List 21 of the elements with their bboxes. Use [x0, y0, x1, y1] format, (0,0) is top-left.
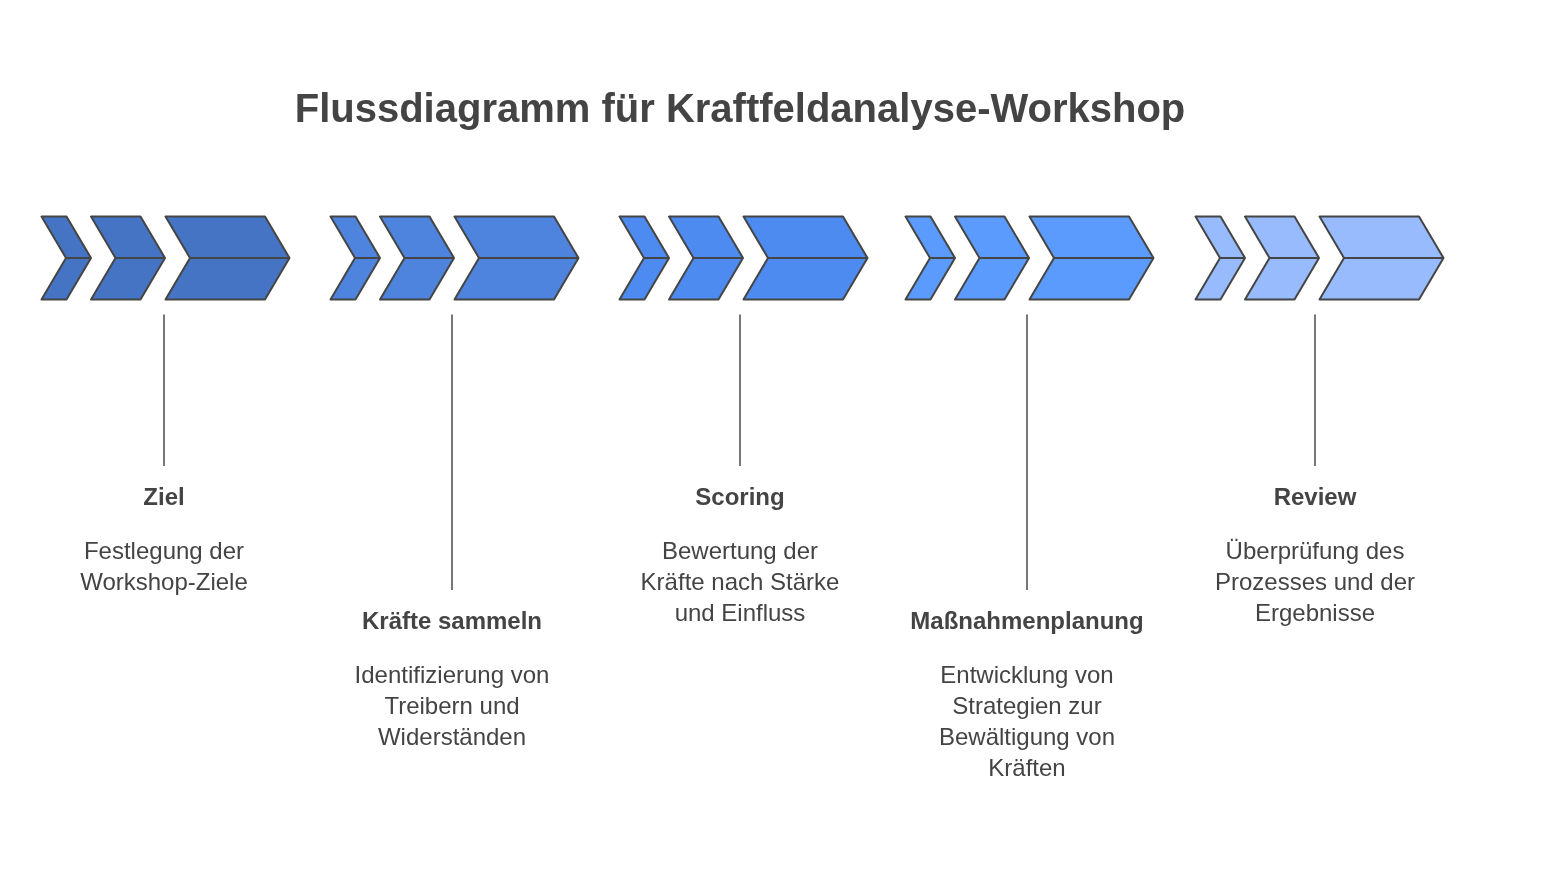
leader-line [1026, 313, 1028, 591]
step-description: Entwicklung von Strategien zur Bewältigung von Kräften [938, 661, 1116, 781]
step-description: Identifizierung von Treibern und Widerständen [354, 661, 550, 750]
leader-line [451, 313, 453, 591]
leader-line [163, 313, 165, 467]
chevron-arrows [903, 214, 1155, 301]
step-description: Festlegung der Workshop-Ziele [80, 537, 248, 595]
title: Flussdiagramm für Kraftfeldanalyse-Workshop [294, 85, 1186, 132]
chevron-arrows [618, 214, 869, 301]
step-description: Bewertung der Kräfte nach Stärke und Einfluss [640, 537, 840, 626]
step-heading: Maßnahmenplanung [910, 606, 1144, 636]
step-description: Überprüfung des Prozesses und der Ergebnisse [1214, 537, 1416, 626]
step-heading: Scoring [695, 482, 785, 512]
chevron-arrows [328, 214, 580, 301]
step-heading: Ziel [143, 482, 185, 512]
step-heading: Review [1273, 482, 1357, 512]
chevron-arrows [40, 214, 291, 301]
chevron-arrows [1193, 214, 1445, 301]
leader-line [1314, 313, 1316, 467]
leader-line [739, 313, 741, 467]
step-heading: Kräfte sammeln [361, 606, 543, 636]
